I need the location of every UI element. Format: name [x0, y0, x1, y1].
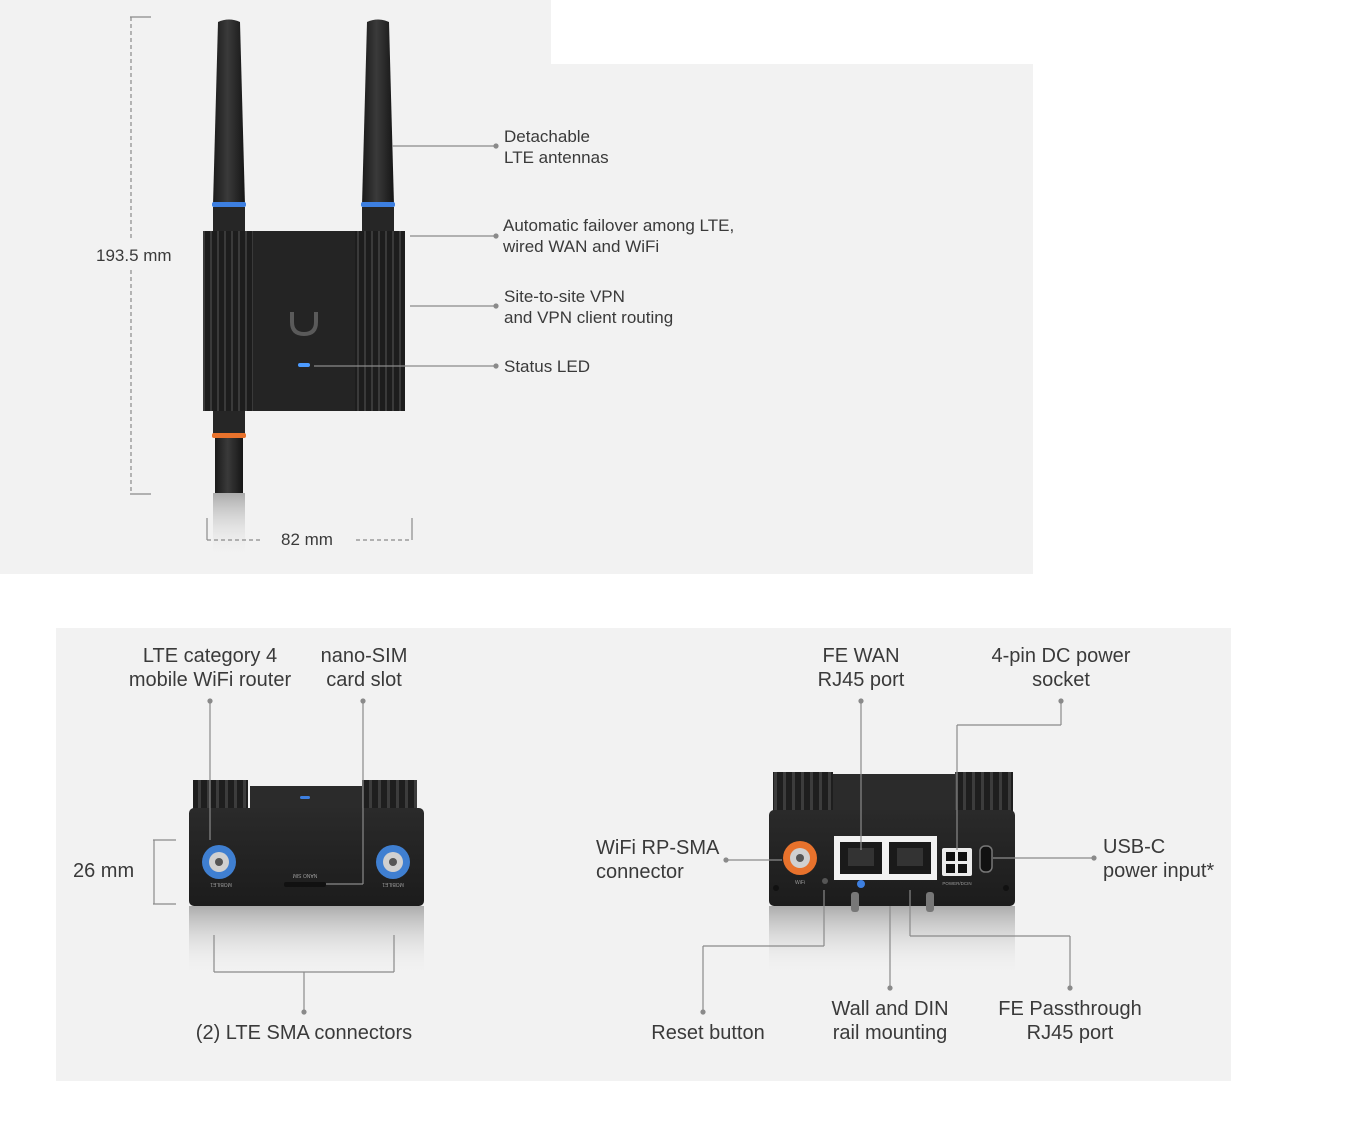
left-antenna [212, 19, 246, 232]
right-lte-sma-connector-icon [376, 845, 410, 879]
right-heatsink [355, 231, 405, 411]
side-dimension-lines [153, 698, 395, 1015]
right-antenna [361, 19, 395, 232]
top-device [203, 19, 405, 558]
callout-status-led: Status LED [504, 357, 590, 376]
top-background-panel-extension [551, 64, 1033, 574]
rear-callout-leaders [700, 698, 1097, 1015]
dc-power-socket-icon [942, 848, 972, 876]
rear-device [769, 772, 1015, 976]
fe-passthrough-rj45-port-icon [889, 842, 931, 874]
left-heatsink [203, 231, 253, 411]
wifi-port-print: WiFi [795, 880, 805, 886]
callout-reset: Reset button [651, 1022, 765, 1044]
height-dimension-label: 193.5 mm [96, 246, 172, 265]
side-device [189, 780, 424, 976]
reset-button-icon [822, 878, 828, 884]
callout-failover: Automatic failover among LTE,wired WAN a… [503, 216, 735, 256]
top-dimension-lines [130, 16, 413, 541]
top-callout-leaders [314, 143, 499, 369]
status-led-icon [298, 363, 310, 367]
nano-sim-slot [284, 882, 326, 887]
left-lte-sma-connector-icon [202, 845, 236, 879]
side-height-dimension-label: 26 mm [73, 860, 135, 882]
bottom-antenna-connector [212, 410, 246, 558]
power-port-print: POWER/DCIN [942, 881, 971, 886]
wifi-rp-sma-connector-icon [783, 841, 817, 875]
left-port-print: MOBILE1 [210, 881, 232, 887]
brand-logo-icon [290, 312, 318, 337]
mounting-clip-icon [851, 892, 859, 912]
width-dimension-label: 82 mm [281, 530, 333, 549]
usb-c-port-icon [979, 845, 993, 873]
right-port-print: MOBILE1 [382, 881, 404, 887]
callout-lte-sma: (2) LTE SMA connectors [195, 1022, 413, 1044]
slot-print: NANO SIM [293, 872, 318, 878]
